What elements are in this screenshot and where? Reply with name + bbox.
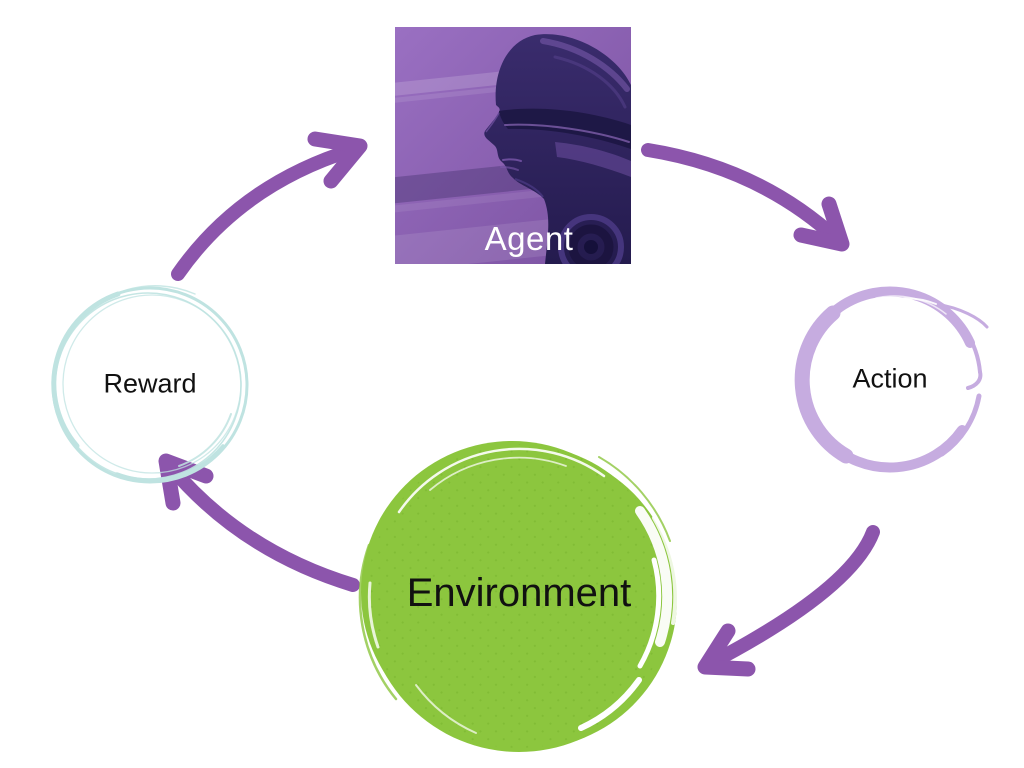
robot-head-image	[395, 27, 631, 264]
arrow-reward-to-agent	[171, 131, 368, 281]
action-node-label: Action	[852, 363, 928, 394]
action-brush-circle	[794, 286, 989, 473]
arrow-agent-to-action	[641, 143, 850, 252]
environment-node-label: Environment	[406, 570, 632, 615]
agent-node-label: Agent	[484, 220, 574, 257]
environment-brush-circle	[358, 441, 678, 752]
reward-node: Reward	[45, 280, 255, 490]
environment-node: Environment	[356, 433, 682, 759]
reward-node-label: Reward	[103, 368, 197, 399]
reward-brush-circle	[51, 284, 249, 484]
action-node: Action	[786, 276, 994, 484]
agent-node: Agent	[395, 27, 631, 264]
arrow-action-to-environment	[697, 525, 880, 677]
